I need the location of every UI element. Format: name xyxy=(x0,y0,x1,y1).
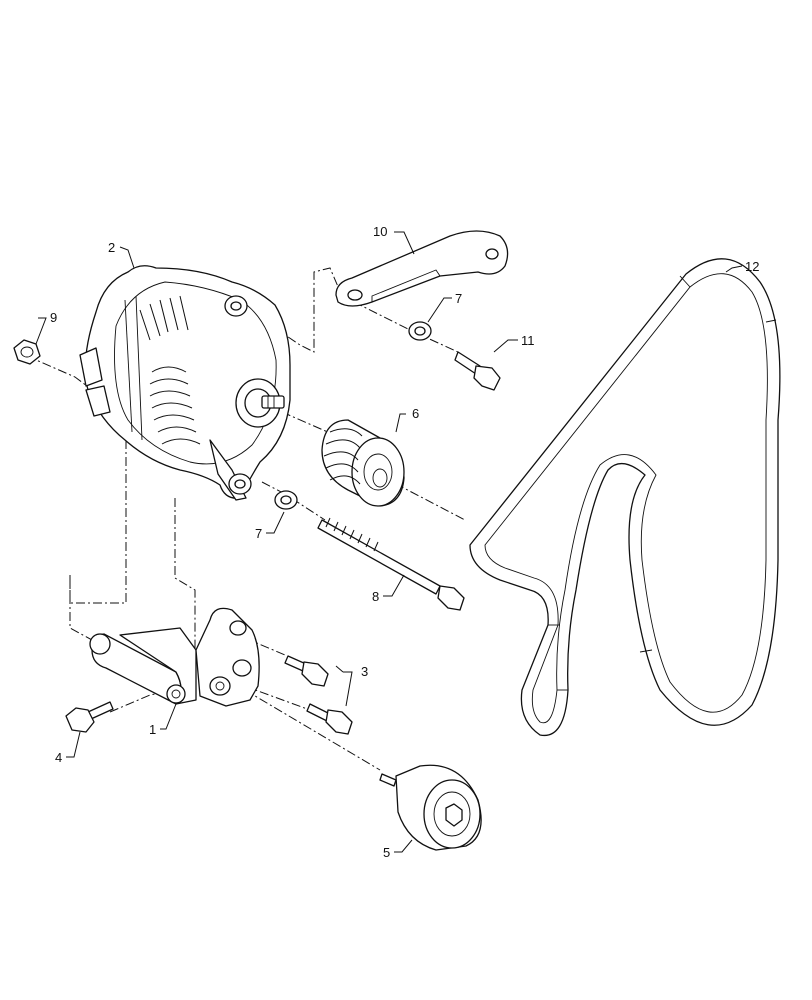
callout-5: 5 xyxy=(383,845,390,860)
callout-8: 8 xyxy=(372,589,379,604)
bolt-11 xyxy=(454,351,501,391)
callout-12: 12 xyxy=(745,259,759,274)
bolt-3-upper xyxy=(284,655,329,687)
support-bracket xyxy=(335,230,509,307)
callout-leaders xyxy=(35,231,743,853)
washer-upper xyxy=(408,321,432,341)
callout-10: 10 xyxy=(373,224,387,239)
callout-7-upper: 7 xyxy=(455,291,462,306)
tensioner-bracket xyxy=(89,607,260,707)
nut-9 xyxy=(13,339,41,365)
long-bolt-8 xyxy=(317,517,465,611)
washer-lower xyxy=(274,490,298,510)
callout-6: 6 xyxy=(412,406,419,421)
alternator-cooling-fins xyxy=(139,295,201,445)
bolt-4 xyxy=(65,701,114,733)
callout-labels: 1 2 3 4 5 6 7 7 8 9 10 11 12 xyxy=(50,224,759,860)
callout-7-lower: 7 xyxy=(255,526,262,541)
alternator-pulley xyxy=(321,419,405,507)
alternator xyxy=(79,265,291,501)
callout-4: 4 xyxy=(55,750,62,765)
callout-9: 9 xyxy=(50,310,57,325)
callout-11: 11 xyxy=(521,333,535,348)
callout-2: 2 xyxy=(108,240,115,255)
callout-1: 1 xyxy=(149,722,156,737)
callout-3: 3 xyxy=(361,664,368,679)
bolt-3-lower xyxy=(306,703,353,735)
serpentine-belt xyxy=(469,258,781,737)
idler-pulley xyxy=(379,764,482,851)
